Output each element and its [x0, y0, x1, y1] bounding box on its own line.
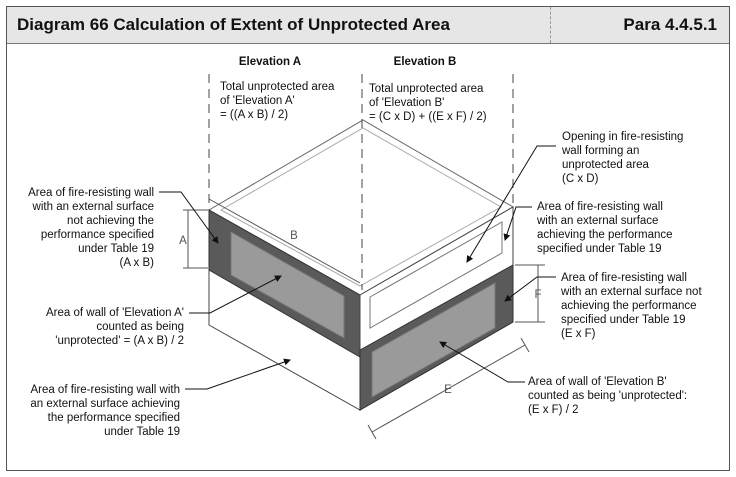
- svg-text:(E x F): (E x F): [561, 328, 596, 340]
- svg-text:under Table 19: under Table 19: [78, 243, 154, 255]
- callout-right-opening: Opening in fire-resisting wall forming a…: [561, 131, 683, 185]
- svg-text:with an external surface: with an external surface: [32, 201, 154, 213]
- svg-text:achieving the performance: achieving the performance: [561, 300, 697, 312]
- svg-text:Area of fire-resisting wall: Area of fire-resisting wall: [28, 187, 154, 199]
- svg-text:(A x B): (A x B): [119, 257, 154, 269]
- elevation-b-heading: Elevation B: [394, 56, 457, 68]
- header-divider: [550, 7, 551, 43]
- svg-text:(E x F) / 2: (E x F) / 2: [528, 404, 578, 416]
- svg-text:achieving the performance: achieving the performance: [537, 229, 673, 241]
- elevation-a-heading: Elevation A: [239, 56, 301, 68]
- svg-text:(C x D): (C x D): [562, 173, 599, 185]
- svg-text:specified under Table 19: specified under Table 19: [561, 314, 685, 326]
- svg-text:performance specified: performance specified: [41, 229, 154, 241]
- elevation-b-wall: [359, 206, 514, 411]
- callout-left-bottom: Area of fire-resisting wall with an exte…: [30, 384, 180, 438]
- dimension-b-label: B: [290, 230, 298, 242]
- svg-text:'unprotected' = (A x B) / 2: 'unprotected' = (A x B) / 2: [55, 335, 184, 347]
- paragraph-reference: Para 4.4.5.1: [623, 15, 717, 34]
- svg-text:Total unprotected area: Total unprotected area: [220, 81, 335, 93]
- svg-text:counted as being: counted as being: [96, 321, 184, 333]
- svg-text:= (C x D) + ((E x F) / 2): = (C x D) + ((E x F) / 2): [369, 111, 487, 123]
- dimension-a-label: A: [179, 235, 187, 247]
- callout-left-middle: Area of wall of 'Elevation A' counted as…: [46, 307, 184, 347]
- dimension-e-label: E: [444, 384, 452, 396]
- svg-text:an external surface achieving: an external surface achieving: [30, 398, 180, 410]
- svg-text:Area of fire-resisting wall wi: Area of fire-resisting wall with: [30, 384, 180, 396]
- svg-text:the performance specified: the performance specified: [48, 412, 180, 424]
- svg-text:of 'Elevation A': of 'Elevation A': [220, 95, 295, 107]
- elevation-a-formula: Total unprotected area of 'Elevation A' …: [220, 81, 335, 121]
- svg-text:Area of wall of 'Elevation A': Area of wall of 'Elevation A': [46, 307, 184, 319]
- opening-c-x-d: [369, 221, 503, 329]
- diagram-title: Diagram 66 Calculation of Extent of Unpr…: [17, 15, 450, 34]
- elevation-b-formula: Total unprotected area of 'Elevation B' …: [369, 83, 487, 123]
- dimension-lines: [183, 198, 545, 440]
- svg-text:counted as being 'unprotected': counted as being 'unprotected':: [528, 390, 687, 402]
- svg-text:with an external surface: with an external surface: [536, 215, 658, 227]
- svg-text:Area of fire-resisting wall: Area of fire-resisting wall: [561, 272, 687, 284]
- elevation-b-inner-panel: [371, 282, 496, 398]
- callout-right-achieving: Area of fire-resisting wall with an exte…: [536, 201, 673, 255]
- svg-text:wall forming an: wall forming an: [561, 145, 639, 157]
- svg-text:Opening in fire-resisting: Opening in fire-resisting: [562, 131, 683, 143]
- svg-text:specified under Table 19: specified under Table 19: [537, 243, 661, 255]
- svg-text:unprotected area: unprotected area: [562, 159, 650, 171]
- elevation-a-wall: [208, 209, 361, 411]
- svg-text:Total unprotected area: Total unprotected area: [369, 83, 484, 95]
- svg-text:of 'Elevation B': of 'Elevation B': [369, 97, 444, 109]
- svg-text:Area of fire-resisting wall: Area of fire-resisting wall: [537, 201, 663, 213]
- svg-text:= ((A x B) / 2): = ((A x B) / 2): [220, 109, 288, 121]
- callout-right-bottom: Area of wall of 'Elevation B' counted as…: [528, 376, 687, 416]
- elevation-a-inner-panel: [230, 231, 345, 339]
- leader-lines: [159, 145, 556, 390]
- callout-right-not-achieving: Area of fire-resisting wall with an exte…: [560, 272, 702, 340]
- svg-text:under Table 19: under Table 19: [104, 426, 180, 438]
- svg-text:not achieving the: not achieving the: [67, 215, 154, 227]
- header-bar: Diagram 66 Calculation of Extent of Unpr…: [7, 7, 729, 44]
- svg-text:with an external surface not: with an external surface not: [560, 286, 702, 298]
- dimension-f-label: F: [534, 289, 541, 301]
- callout-left-top: Area of fire-resisting wall with an exte…: [28, 187, 154, 269]
- svg-text:Area of wall of 'Elevation B': Area of wall of 'Elevation B': [528, 376, 667, 388]
